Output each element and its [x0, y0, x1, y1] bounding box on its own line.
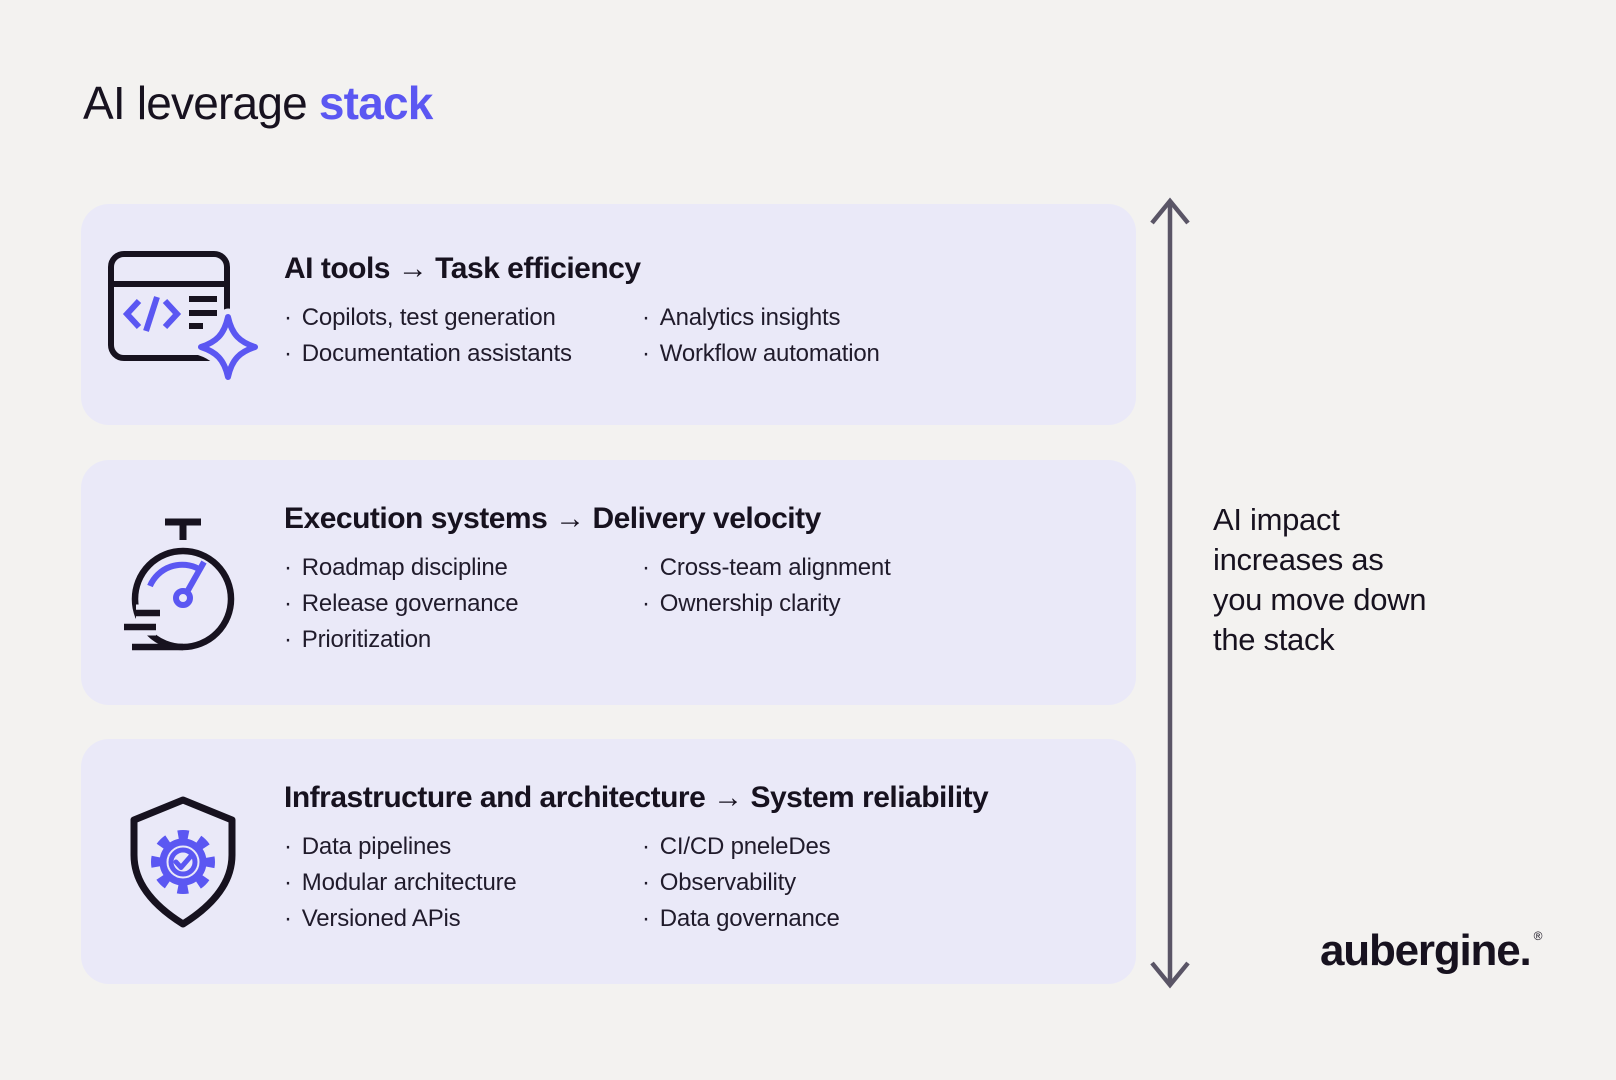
bullet-item: Versioned APis — [284, 901, 642, 937]
bullet-column: Copilots, test generationDocumentation a… — [284, 300, 642, 372]
bullet-column: Data pipelinesModular architectureVersio… — [284, 829, 642, 937]
bullet-item: Ownership clarity — [642, 586, 1100, 622]
bullet-item: Modular architecture — [284, 865, 642, 901]
page-title-accent: stack — [318, 77, 433, 129]
bullet-item: Prioritization — [284, 622, 642, 658]
card-content: AI tools → Task efficiency Copilots, tes… — [284, 252, 1136, 378]
shield-gear-icon — [81, 791, 284, 933]
aubergine-logo: aubergine.® — [1320, 926, 1543, 976]
impact-note: AI impact increases as you move down the… — [1213, 502, 1427, 657]
bullet-item: Documentation assistants — [284, 336, 642, 372]
bullet-column: Analytics insightsWorkflow automation — [642, 300, 1100, 372]
card-heading: Infrastructure and architecture → System… — [284, 780, 989, 814]
page-title-regular: AI leverage — [83, 77, 319, 129]
card-ai-tools: AI tools → Task efficiency Copilots, tes… — [81, 204, 1136, 425]
bullet-item: Roadmap discipline — [284, 550, 642, 586]
bullet-column: CI/CD pneleDesObservabilityData governan… — [642, 829, 1100, 937]
card-execution-systems: Execution systems → Delivery velocity Ro… — [81, 460, 1136, 705]
impact-arrow — [1150, 197, 1190, 989]
bullet-item: Analytics insights — [642, 300, 1100, 336]
bullet-item: Workflow automation — [642, 336, 1100, 372]
bullet-item: Data governance — [642, 901, 1100, 937]
bullet-item: CI/CD pneleDes — [642, 829, 1100, 865]
card-infrastructure: Infrastructure and architecture → System… — [81, 739, 1136, 984]
registered-trademark-icon: ® — [1533, 929, 1543, 943]
bullet-item: Copilots, test generation — [284, 300, 642, 336]
card-heading: AI tools → Task efficiency — [284, 251, 641, 285]
bullet-item: Cross-team alignment — [642, 550, 1100, 586]
bullet-column: Roadmap disciplineRelease governancePrio… — [284, 550, 642, 658]
card-content: Infrastructure and architecture → System… — [284, 781, 1136, 943]
aubergine-logo-text: aubergine. — [1320, 926, 1532, 975]
bullet-item: Data pipelines — [284, 829, 642, 865]
bullet-item: Observability — [642, 865, 1100, 901]
speedometer-icon — [81, 512, 284, 654]
card-heading: Execution systems → Delivery velocity — [284, 501, 821, 535]
page-title: AI leverage stack — [83, 76, 433, 130]
card-content: Execution systems → Delivery velocity Ro… — [284, 502, 1136, 664]
bullet-item: Release governance — [284, 586, 642, 622]
bullet-column: Cross-team alignmentOwnership clarity — [642, 550, 1100, 658]
code-window-sparkle-icon — [81, 248, 284, 382]
